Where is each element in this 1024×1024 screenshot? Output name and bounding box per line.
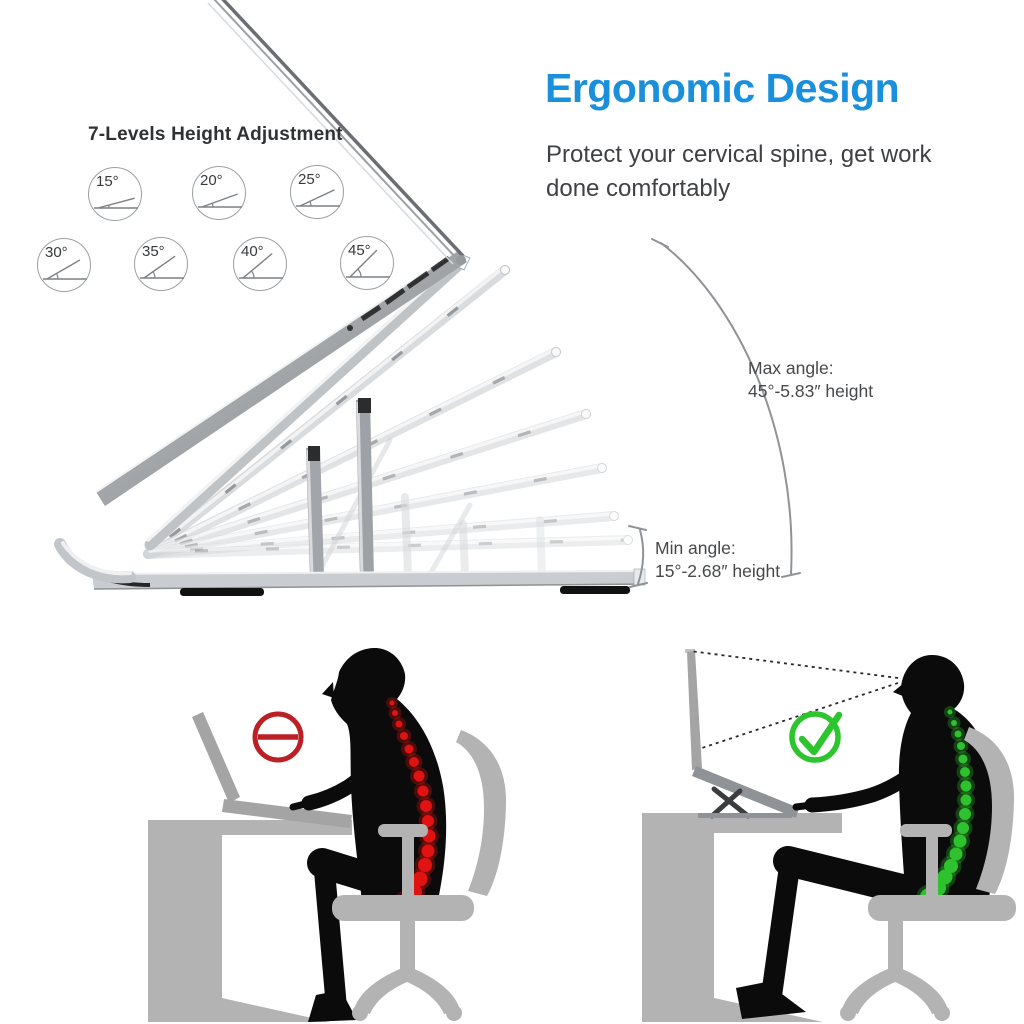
angle-wedge-icon — [239, 253, 283, 279]
arm — [301, 736, 399, 811]
min-height-bracket — [628, 525, 648, 588]
laptop-hinge — [456, 255, 466, 265]
front-lip-hook — [54, 538, 136, 584]
angle-level-badge-25: 25° — [290, 165, 344, 219]
angle-level-badge-40: 40° — [233, 237, 287, 291]
adjustment-heading: 7-Levels Height Adjustment — [88, 124, 343, 145]
stand-base — [54, 538, 646, 596]
angle-label: 30° — [45, 244, 68, 261]
page-title: Ergonomic Design — [545, 65, 900, 111]
stand-struts — [306, 398, 374, 580]
min-angle-label: Min angle: — [655, 538, 736, 558]
check-icon — [789, 711, 843, 763]
angle-range-arc — [651, 238, 801, 578]
min-angle-annotation: Min angle: 15°-2.68″ height — [655, 537, 780, 583]
posture-comparison — [148, 647, 1016, 1022]
bad-posture-figure — [289, 647, 447, 1022]
min-angle-value: 15°-2.68″ height — [655, 560, 781, 581]
rubber-foot — [180, 588, 264, 596]
thigh — [307, 848, 431, 907]
good-posture-scene — [642, 649, 1016, 1022]
page-subtitle: Protect your cervical spine, get work do… — [546, 141, 932, 202]
laptop-screen — [207, 0, 466, 265]
max-angle-label: Max angle: — [748, 358, 834, 378]
angle-level-badge-20: 20° — [192, 166, 246, 220]
angle-label: 20° — [200, 172, 223, 189]
desk — [148, 820, 352, 1022]
shin — [313, 854, 347, 1013]
office-chair — [332, 730, 507, 1021]
shin — [761, 852, 801, 1003]
angle-wedge-icon — [94, 197, 138, 209]
angle-level-badge-45: 45° — [340, 236, 394, 290]
laptop-flat-on-desk — [192, 712, 352, 828]
angle-level-badge-15: 15° — [88, 167, 142, 221]
laptop-on-stand — [685, 649, 799, 819]
max-angle-annotation: Max angle: 45°-5.83″ height — [748, 357, 873, 403]
office-chair — [840, 727, 1016, 1021]
angle-wedge-icon — [140, 255, 184, 279]
angle-level-badge-30: 30° — [37, 238, 91, 292]
no-entry-icon — [252, 711, 304, 763]
angle-label: 35° — [142, 243, 165, 260]
foot — [736, 982, 806, 1019]
angle-wedge-icon — [43, 259, 87, 280]
max-angle-value: 45°-5.83″ height — [748, 380, 874, 401]
angle-wedge-icon — [346, 249, 390, 278]
bad-posture-scene — [148, 647, 507, 1022]
angle-wedge-icon — [296, 189, 340, 207]
angle-wedge-icon — [198, 193, 242, 208]
thigh — [773, 846, 937, 909]
angle-label: 45° — [348, 242, 371, 259]
good-posture-figure — [736, 655, 993, 1019]
desk — [642, 813, 842, 1022]
foot — [308, 990, 357, 1022]
arm — [804, 749, 941, 813]
angle-label: 40° — [241, 243, 264, 260]
rubber-foot — [560, 586, 630, 594]
angle-label: 15° — [96, 173, 119, 190]
laptop-deck — [95, 249, 467, 506]
angle-label: 25° — [298, 171, 321, 188]
laptop-stand-illustration — [54, 0, 801, 596]
angle-level-badge-35: 35° — [134, 237, 188, 291]
